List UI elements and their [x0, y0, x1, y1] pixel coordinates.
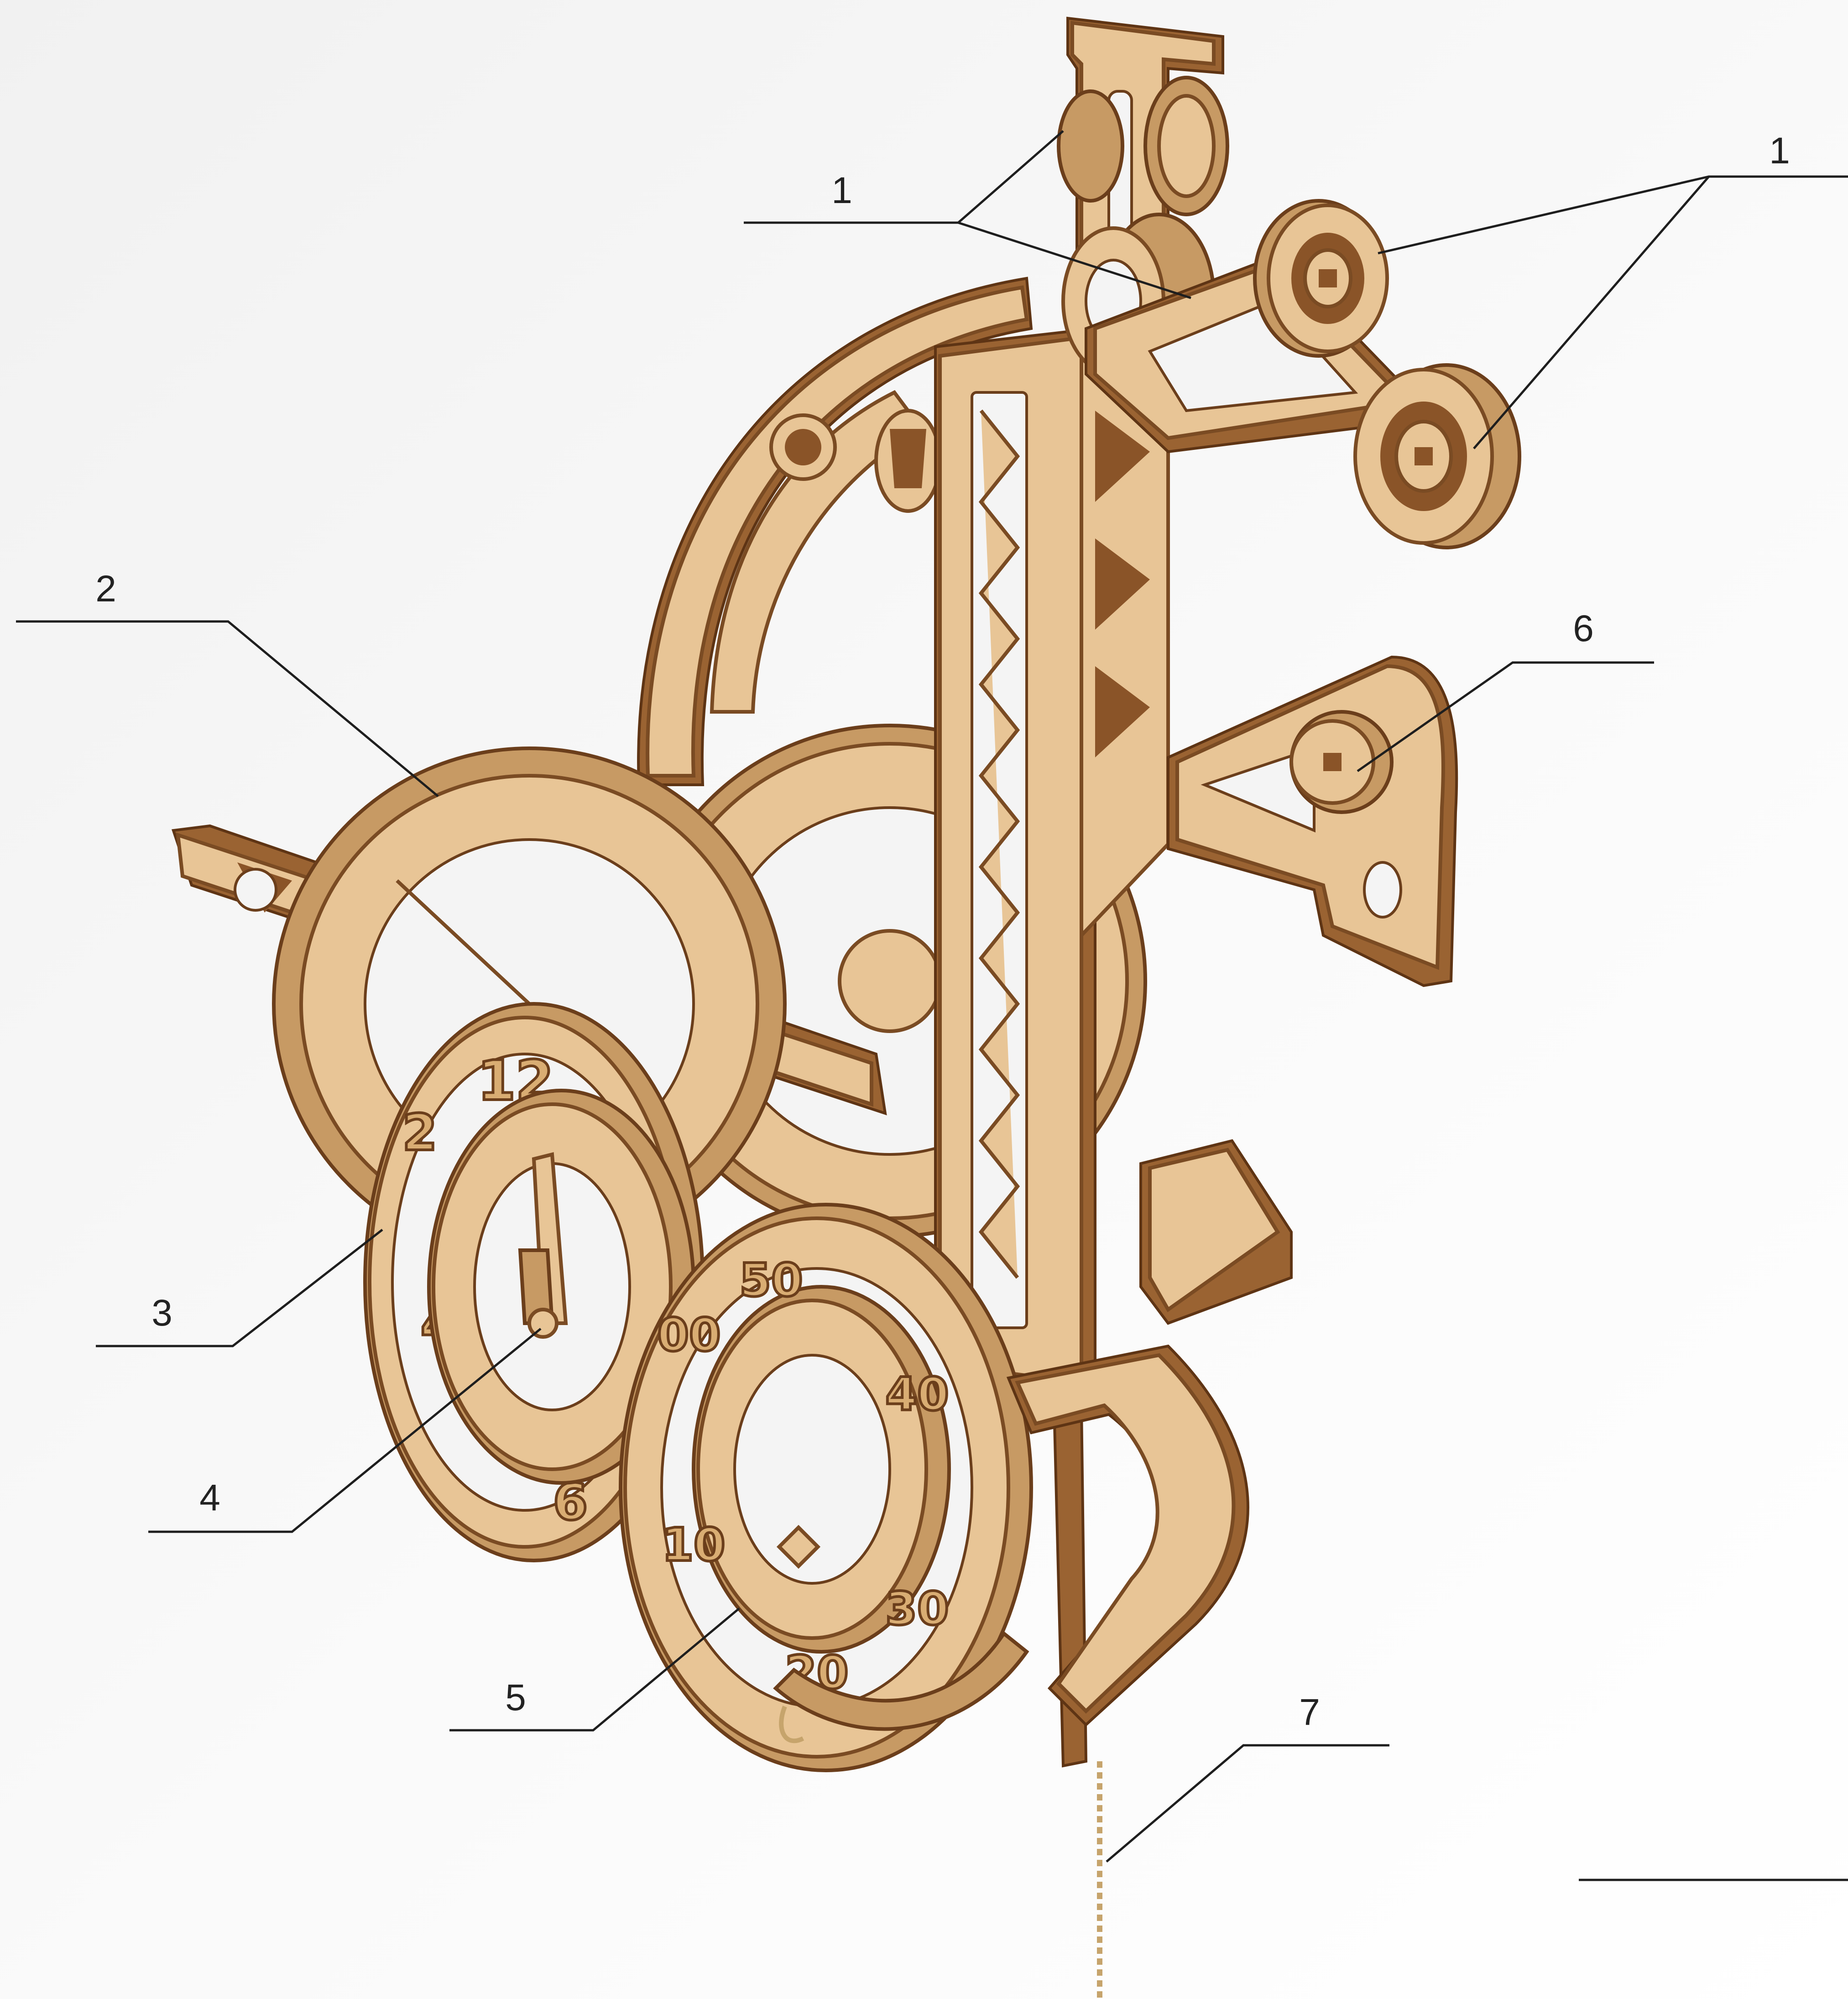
- right-bracket: [1168, 657, 1456, 986]
- minute-number-50: 50: [739, 1253, 803, 1307]
- callout-1-right: 1: [1769, 130, 1790, 172]
- callout-6: 6: [1573, 608, 1594, 649]
- hour-number-2: 2: [402, 1103, 438, 1162]
- leader-line-2: [16, 621, 438, 796]
- leader-line-3: [96, 1230, 382, 1346]
- winding-gear: [1291, 712, 1392, 812]
- leader-line-1a: [744, 131, 1063, 223]
- callout-7: 7: [1299, 1691, 1320, 1733]
- callout-4: 4: [199, 1477, 220, 1519]
- minute-number-00: 00: [657, 1308, 720, 1362]
- leader-line-1b: [1378, 177, 1848, 253]
- minute-number-10: 10: [662, 1518, 725, 1571]
- pulley-upper-right: [1255, 201, 1387, 356]
- leader-line-1b-branch: [1474, 177, 1709, 449]
- callout-3: 3: [151, 1292, 172, 1334]
- minute-number-40: 40: [885, 1367, 949, 1421]
- callout-2: 2: [95, 568, 116, 610]
- leader-line-7: [1107, 1745, 1389, 1862]
- lower-right-foot: [1141, 1141, 1291, 1323]
- callout-5: 5: [505, 1677, 526, 1718]
- lower-frame: [1008, 1346, 1248, 1725]
- minute-number-30: 30: [885, 1582, 949, 1635]
- pulley-lower-right: [1355, 365, 1519, 548]
- callout-1-left: 1: [831, 170, 852, 211]
